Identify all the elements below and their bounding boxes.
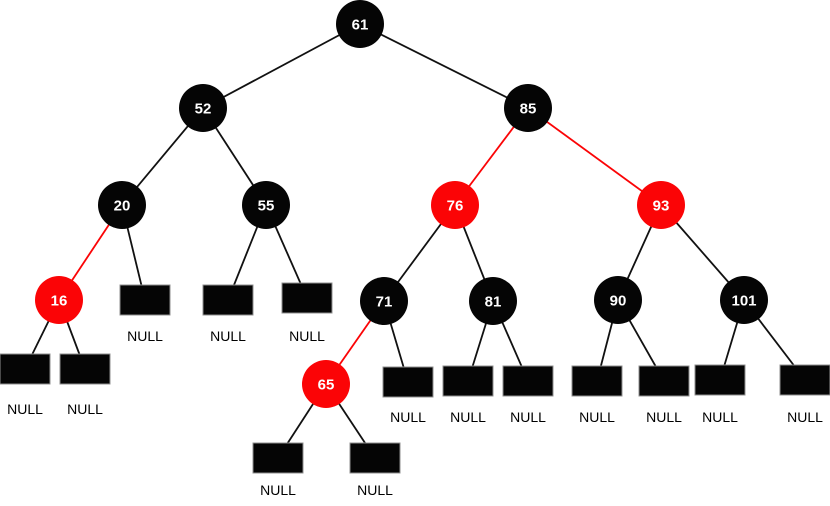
null-leaf-null-90L	[571, 365, 623, 397]
null-leaf-null-20R	[119, 284, 171, 316]
null-leaf-label-null-90L: NULL	[579, 409, 615, 425]
null-leaf-label-null-65R: NULL	[357, 482, 393, 498]
null-leaf-label-null-65L: NULL	[260, 482, 296, 498]
null-leaf-null-90R	[638, 365, 690, 397]
null-leaf-label-null-101R: NULL	[787, 409, 823, 425]
null-leaf-null-81L	[442, 365, 494, 397]
tree-node-52-black	[179, 84, 227, 132]
tree-node-value-61: 61	[352, 17, 369, 34]
tree-nodes-layer: 61 52 85 20 55 76 93 16 71 81 90 101 65	[35, 0, 768, 408]
tree-node-93-red	[637, 181, 685, 229]
null-leaf-null-71R	[382, 366, 434, 398]
tree-node-value-52: 52	[195, 101, 212, 118]
null-leaf-label-null-20R: NULL	[127, 328, 163, 344]
null-leaf-label-null-101L: NULL	[702, 409, 738, 425]
tree-node-value-101: 101	[731, 293, 756, 310]
null-leaf-label-null-90R: NULL	[646, 409, 682, 425]
null-leaf-null-16R	[59, 353, 111, 385]
edge-61-85	[359, 23, 529, 109]
tree-node-90-black	[594, 276, 642, 324]
null-leaf-null-65L	[252, 442, 304, 474]
tree-node-81-black	[469, 277, 517, 325]
tree-node-71-black	[360, 277, 408, 325]
tree-node-value-16: 16	[51, 293, 68, 310]
tree-node-61-black	[336, 0, 384, 48]
edge-61-52	[202, 23, 361, 109]
null-leaf-label-null-71R: NULL	[390, 409, 426, 425]
null-leaves-layer: NULL NULL NULL NULL NULL NULL NULL NULL NULL NULL…	[0, 282, 830, 498]
null-leaf-label-null-81R: NULL	[510, 409, 546, 425]
tree-node-value-90: 90	[610, 293, 627, 310]
tree-node-101-black	[720, 276, 768, 324]
tree-node-65-red	[302, 360, 350, 408]
null-leaf-null-55R	[281, 282, 333, 314]
tree-node-16-red	[35, 276, 83, 324]
tree-node-76-red	[431, 181, 479, 229]
edge-85-93	[527, 107, 662, 206]
tree-node-20-black	[98, 181, 146, 229]
null-leaf-null-81R	[502, 365, 554, 397]
null-leaf-null-55L	[202, 284, 254, 316]
tree-node-value-20: 20	[114, 198, 131, 215]
tree-node-value-55: 55	[258, 198, 275, 215]
null-leaf-label-null-16L: NULL	[7, 401, 43, 417]
null-leaf-null-101R	[779, 364, 830, 396]
tree-node-55-black	[242, 181, 290, 229]
null-leaf-label-null-55R: NULL	[289, 328, 325, 344]
null-leaf-label-null-81L: NULL	[450, 409, 486, 425]
null-leaf-null-65R	[349, 442, 401, 474]
tree-node-value-81: 81	[485, 294, 502, 311]
null-leaf-label-null-55L: NULL	[210, 328, 246, 344]
tree-node-value-85: 85	[520, 101, 537, 118]
tree-node-value-65: 65	[318, 377, 335, 394]
tree-node-value-76: 76	[447, 198, 464, 215]
tree-node-value-93: 93	[653, 198, 670, 215]
null-leaf-label-null-16R: NULL	[67, 401, 103, 417]
tree-node-value-71: 71	[376, 294, 393, 311]
tree-node-85-black	[504, 84, 552, 132]
null-leaf-null-16L	[0, 353, 51, 385]
null-leaf-null-101L	[694, 364, 746, 396]
